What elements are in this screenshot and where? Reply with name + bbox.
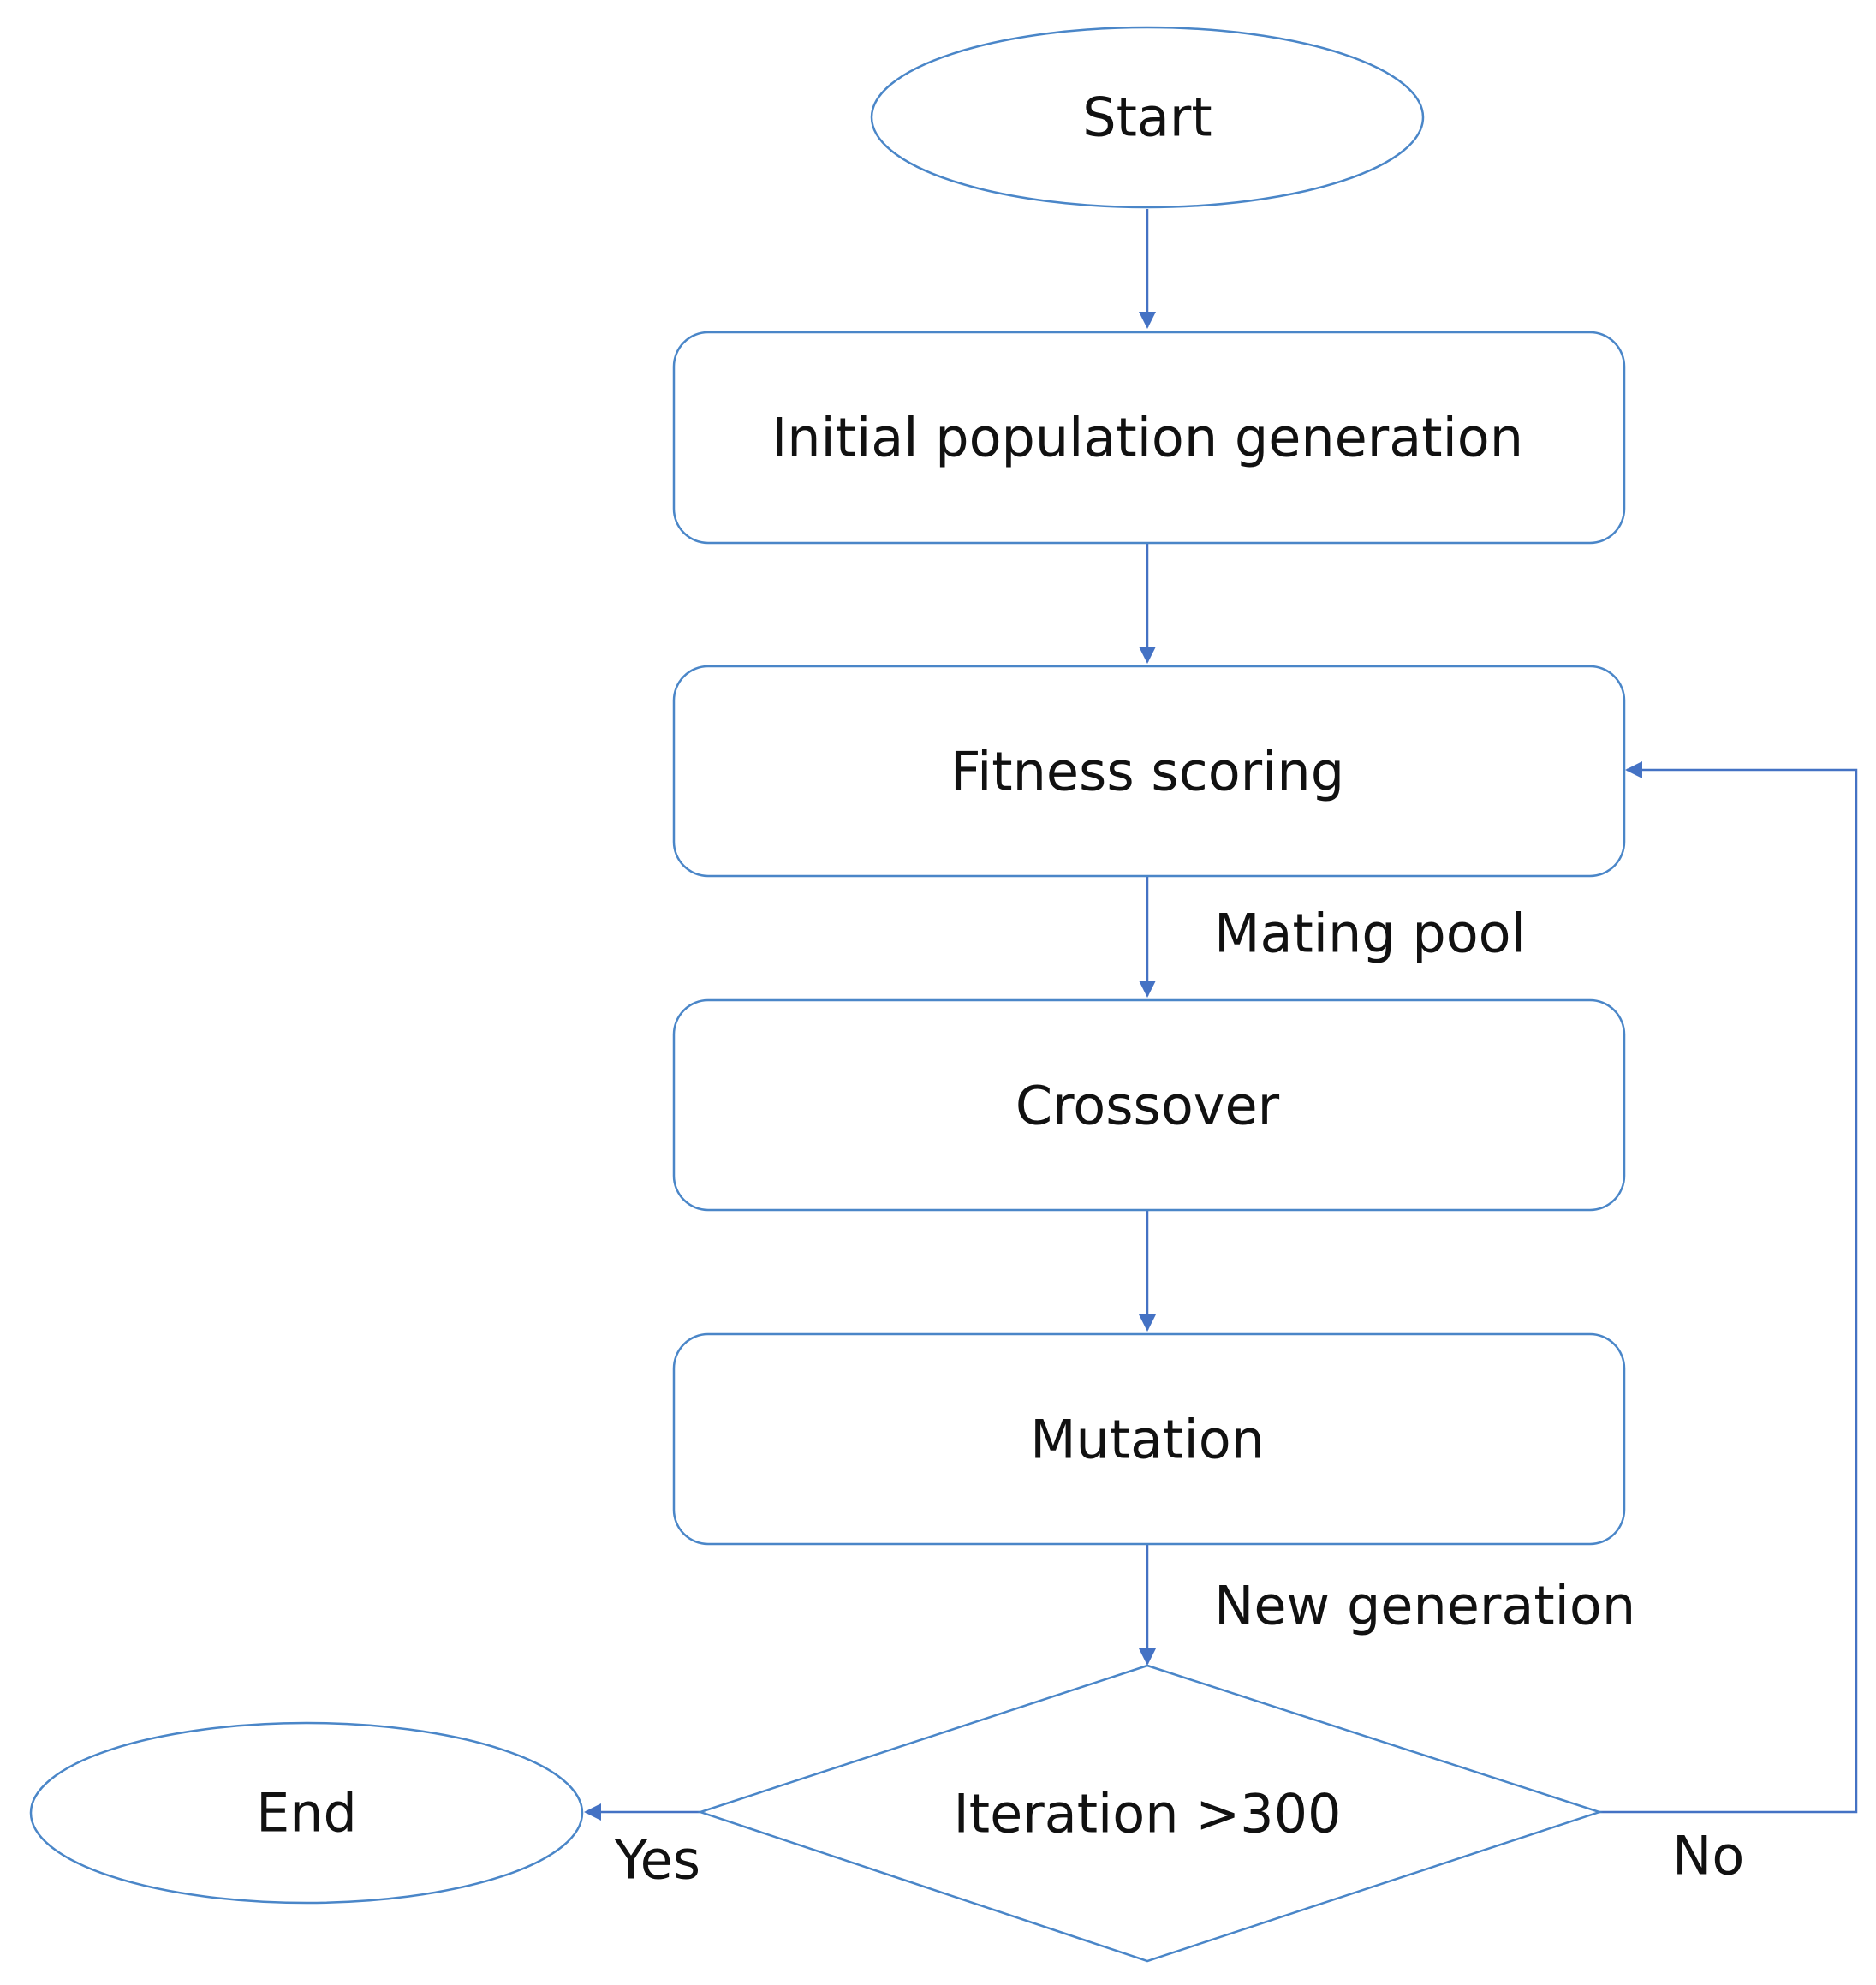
mutation-node: Mutation <box>672 1332 1626 1546</box>
fitness-scoring-box <box>672 665 1626 878</box>
initial-population-box <box>672 331 1626 545</box>
initial-population-label: Initial population generation <box>771 407 1523 469</box>
end-ellipse <box>29 1721 584 1905</box>
start-ellipse <box>870 26 1425 209</box>
crossover-label: Crossover <box>1015 1075 1280 1137</box>
edge-labels: Mating pool New generation Yes No <box>614 903 1744 1892</box>
new-generation-label: New generation <box>1214 1575 1635 1637</box>
end-node: End <box>29 1721 584 1905</box>
initial-population-node: Initial population generation <box>672 331 1626 545</box>
mutation-box <box>672 1332 1626 1546</box>
fitness-scoring-node: Fitness scoring <box>672 665 1626 878</box>
connectors <box>584 209 1858 1821</box>
arrow-decision-loop-to-fitness <box>1599 761 1858 1814</box>
decision-label: Iteration >300 <box>954 1783 1342 1845</box>
start-label: Start <box>1082 86 1212 149</box>
crossover-node: Crossover <box>672 998 1626 1212</box>
no-label: No <box>1672 1825 1744 1887</box>
mutation-label: Mutation <box>1030 1409 1265 1471</box>
fitness-scoring-label: Fitness scoring <box>950 741 1344 803</box>
mating-pool-label: Mating pool <box>1214 903 1526 965</box>
nodes: Start Initial population generation Fitn… <box>29 26 1626 1963</box>
end-label: End <box>256 1782 357 1845</box>
decision-node: Iteration >300 <box>697 1664 1604 1963</box>
decision-diamond <box>697 1664 1604 1963</box>
start-node: Start <box>870 26 1425 209</box>
crossover-box <box>672 998 1626 1212</box>
yes-label: Yes <box>614 1829 700 1892</box>
